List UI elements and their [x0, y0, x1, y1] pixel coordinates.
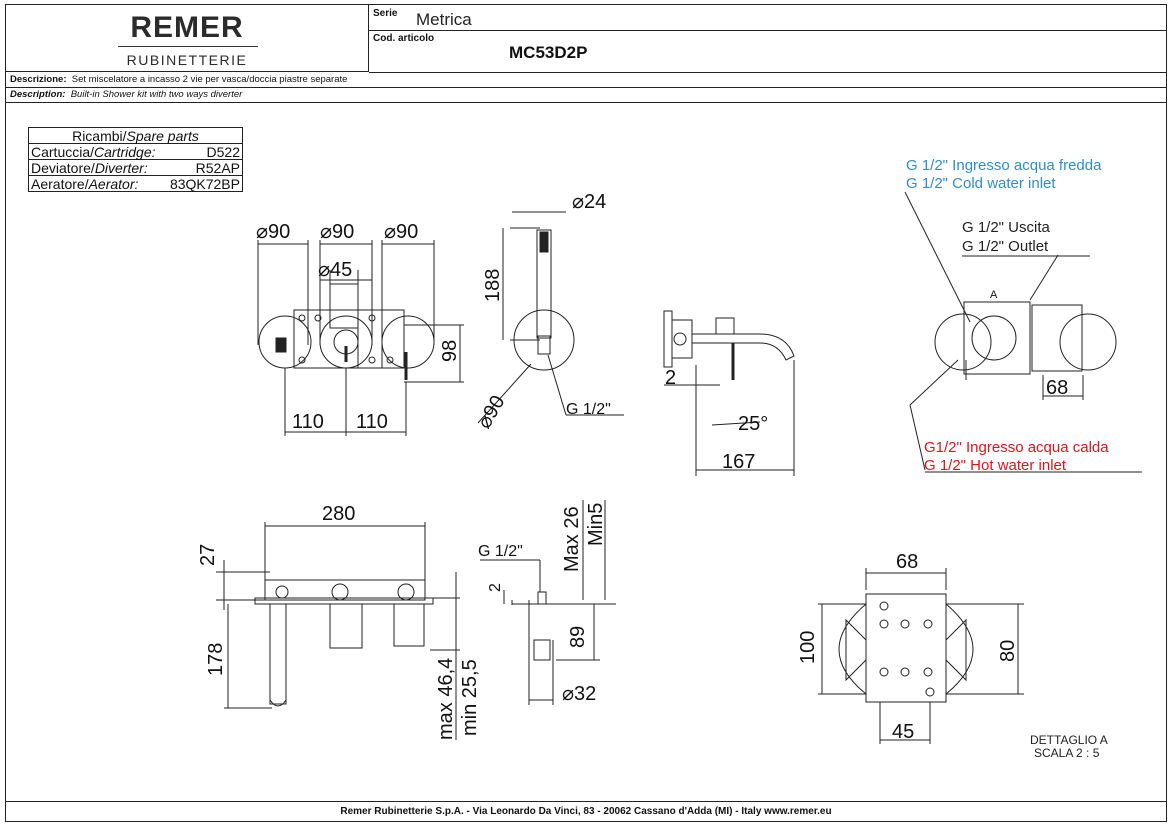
brand-name: REMER: [130, 11, 244, 44]
part-name-en: Diverter:: [94, 159, 148, 176]
spare-parts-title: Ricambi/Spare parts: [28, 127, 243, 144]
spare-parts-table: Ricambi/Spare parts Cartuccia/Cartridge:…: [28, 127, 244, 192]
shower-holder-section: [480, 500, 616, 705]
part-code: R52AP: [164, 159, 244, 176]
spare-parts-title-en: Spare parts: [126, 127, 199, 144]
dim-diameter: ⌀90: [320, 221, 354, 243]
dim-diameter: ⌀90: [473, 392, 509, 433]
code-field: Cod. articolo MC53D2P: [369, 30, 1166, 73]
description-en-label: Description:: [10, 89, 66, 100]
dim-width: 110: [292, 411, 324, 433]
dim-width: 167: [722, 451, 755, 473]
spare-part-row: Aeratore/Aerator: 83QK72BP: [28, 175, 244, 192]
part-name-it: Deviatore/: [31, 159, 95, 176]
dim-width: 45: [892, 721, 914, 743]
top-plan-view: [904, 191, 1142, 473]
spare-part-row: Deviatore/Diverter: R52AP: [28, 159, 244, 176]
dim-height: 89: [567, 626, 589, 648]
brand-subtitle: RUBINETTERIE: [126, 52, 248, 68]
cold-inlet-label-it: G 1/2" Ingresso acqua fredda: [906, 157, 1102, 174]
detail-marker: A: [990, 289, 998, 301]
section-view: [216, 522, 460, 740]
hot-inlet-label-it: G1/2" Ingresso acqua calda: [924, 439, 1109, 456]
hand-shower-view: [477, 211, 624, 424]
dim-height: 178: [205, 643, 227, 676]
dim-height: 27: [197, 544, 219, 566]
dim-diameter: ⌀32: [562, 683, 596, 705]
dim-width: 2: [665, 367, 676, 389]
description-it: Descrizione: Set miscelatore a incasso 2…: [6, 72, 1166, 88]
detail-scale: SCALA 2 : 5: [1034, 746, 1100, 760]
dim-diameter: ⌀90: [384, 221, 418, 243]
dim-diameter: ⌀45: [318, 259, 352, 281]
dim-width: 68: [1046, 377, 1068, 399]
dim-thread: G 1/2": [566, 401, 611, 418]
serie-field: Serie Metrica: [369, 5, 1166, 31]
serie-value: Metrica: [416, 10, 472, 29]
spare-parts-title-it: Ricambi/: [72, 127, 127, 144]
spout-side-view: [663, 310, 795, 476]
dim-height: 98: [439, 340, 461, 362]
dim-angle: 25°: [738, 413, 768, 435]
dim-thread: G 1/2": [478, 543, 523, 560]
detail-a-view: [818, 568, 1024, 744]
part-code: 83QK72BP: [164, 175, 244, 192]
dim-height: 100: [797, 631, 819, 664]
description-en-text: Built-in Shower kit with two ways divert…: [70, 89, 243, 100]
dim-diameter: ⌀24: [572, 191, 606, 213]
detail-title: DETTAGLIO A: [1030, 733, 1108, 747]
dim-width: 110: [356, 411, 388, 433]
dim-width: 280: [322, 503, 355, 525]
dim-height: min 25,5: [459, 659, 481, 736]
part-name-it: Cartuccia/: [31, 143, 95, 160]
front-view: [257, 240, 464, 436]
cold-inlet-label-en: G 1/2" Cold water inlet: [906, 175, 1056, 192]
dim-diameter: ⌀90: [256, 221, 290, 243]
code-value: MC53D2P: [509, 43, 588, 62]
brand-divider: [118, 46, 258, 47]
dim-width: 68: [896, 551, 918, 573]
part-name-en: Aerator:: [88, 175, 139, 192]
drawing-sheet: REMER RUBINETTERIE Serie Metrica Cod. ar…: [5, 4, 1167, 822]
dim-height: max 46,4: [435, 658, 457, 740]
spare-part-row: Cartuccia/Cartridge:D522: [28, 143, 244, 160]
outlet-label-en: G 1/2" Outlet: [962, 238, 1049, 255]
footer-address: Remer Rubinetterie S.p.A. - Via Leonardo…: [6, 801, 1166, 821]
dim-height: 2: [487, 583, 504, 592]
dim-height: 80: [997, 640, 1019, 662]
serie-label: Serie: [373, 8, 398, 19]
part-name-it: Aeratore/: [31, 175, 89, 192]
description-it-label: Descrizione:: [10, 74, 67, 85]
code-label: Cod. articolo: [373, 33, 435, 44]
dim-height: Min5: [585, 503, 607, 546]
description-it-text: Set miscelatore a incasso 2 vie per vasc…: [71, 74, 348, 85]
hot-inlet-label-en: G 1/2" Hot water inlet: [924, 457, 1067, 474]
description-en: Description: Built-in Shower kit with tw…: [6, 87, 1166, 103]
brand-logo: REMER RUBINETTERIE: [6, 5, 369, 72]
dim-height: Max 26: [561, 506, 583, 572]
outlet-label-it: G 1/2" Uscita: [962, 219, 1051, 236]
part-name-en: Cartridge:: [94, 143, 156, 160]
dim-height: 188: [482, 269, 504, 302]
